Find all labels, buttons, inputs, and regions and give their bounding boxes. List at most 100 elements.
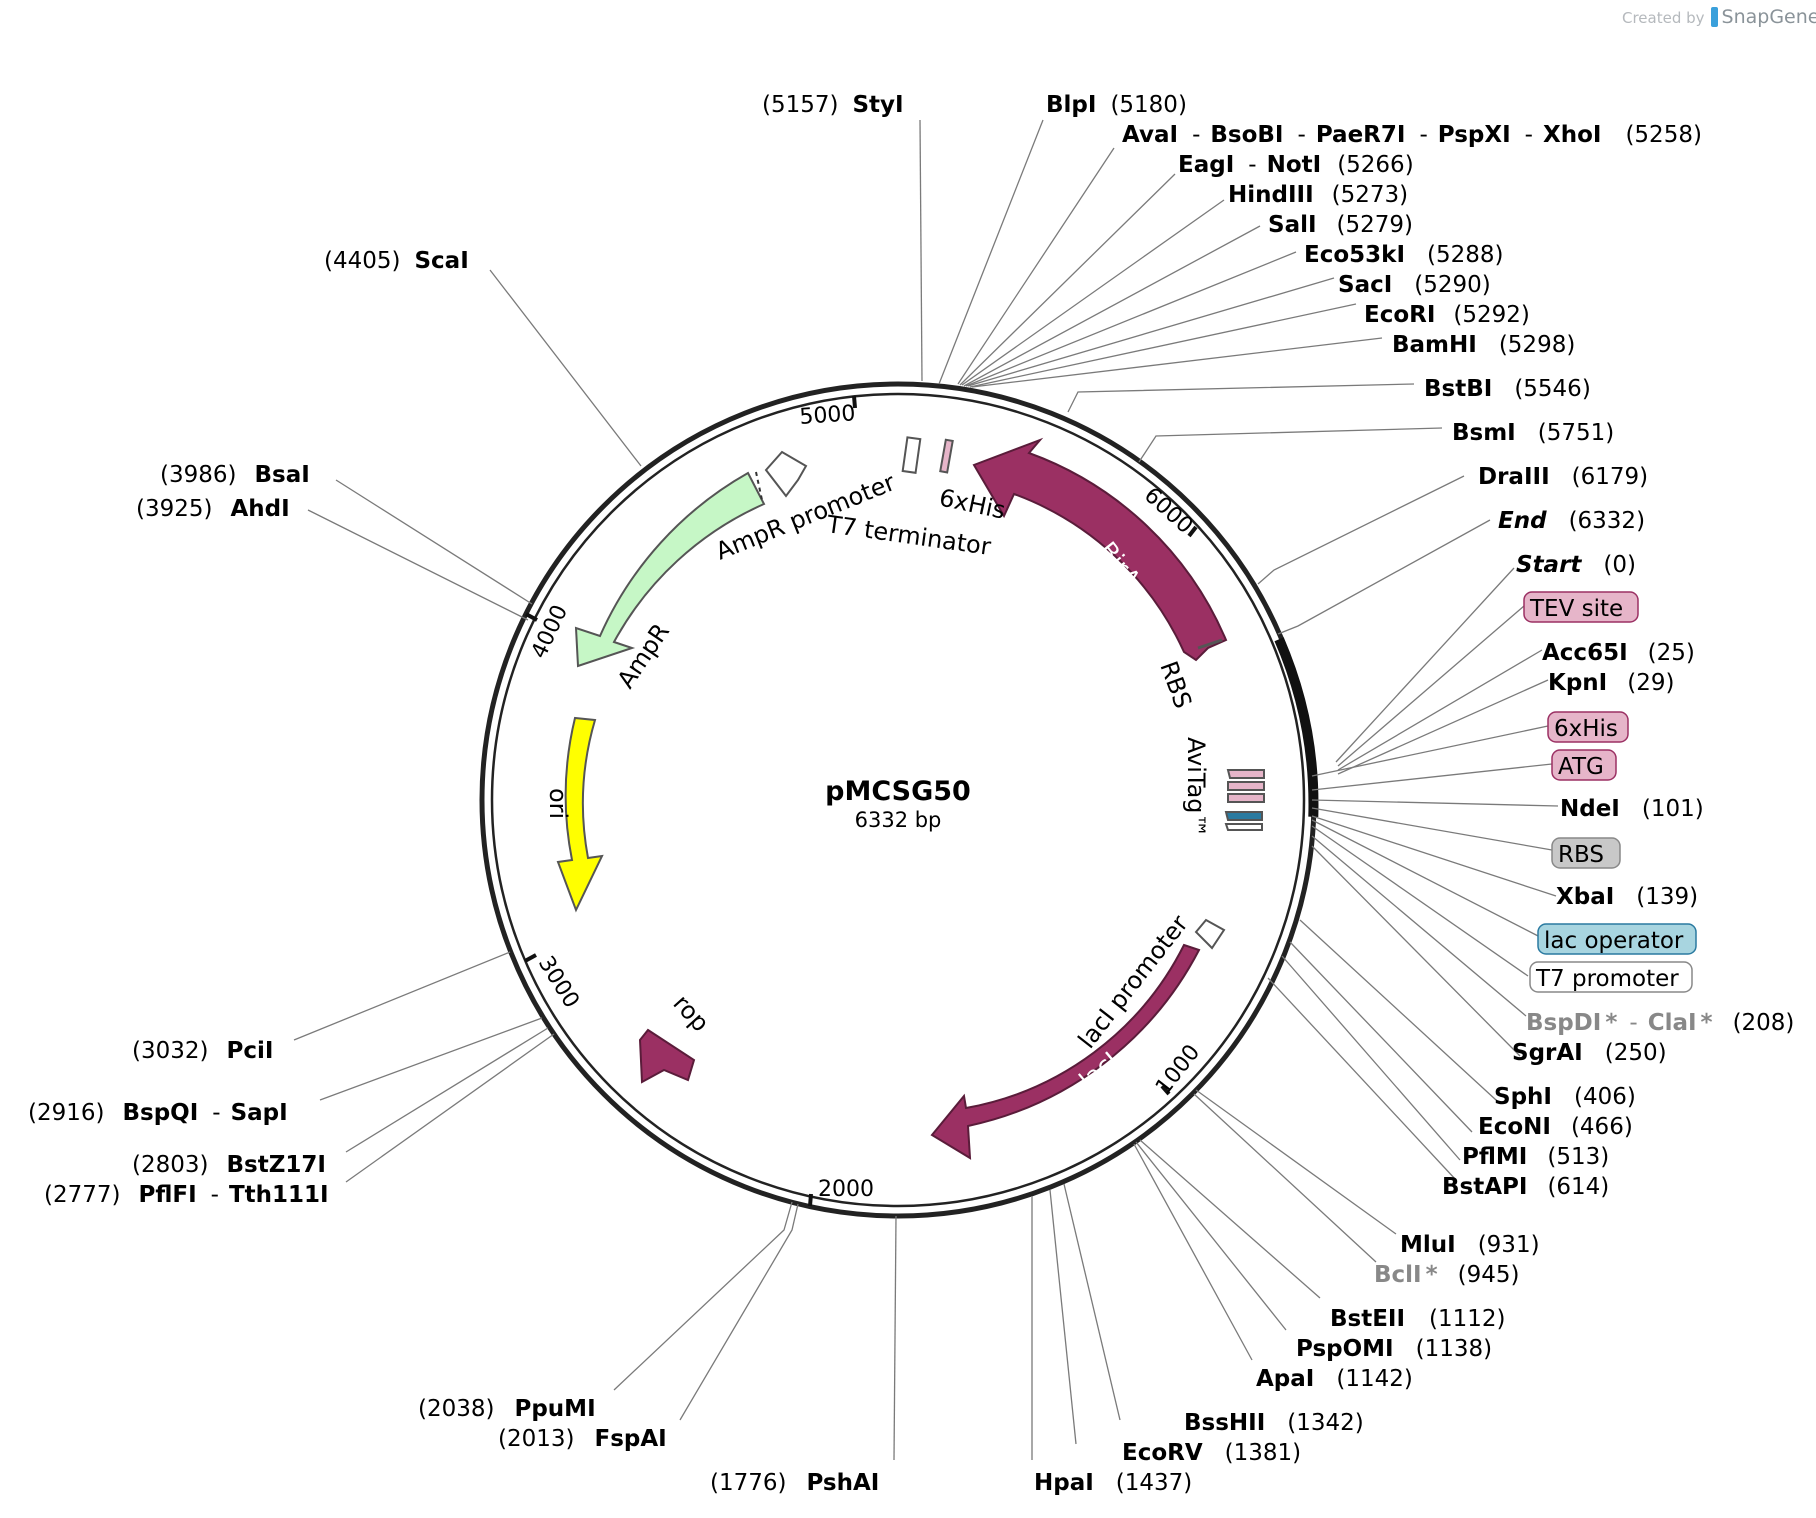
leader-End xyxy=(1277,519,1491,635)
leader-BssHII xyxy=(1063,1183,1121,1421)
leader-lines xyxy=(293,119,1559,1461)
chip-lacop: lac operator xyxy=(1544,928,1684,954)
site-SgrAI: SgrAI(250) xyxy=(1512,1040,1667,1066)
site-EcoRI: EcoRI(5292) xyxy=(1364,302,1530,328)
leader-NdeI xyxy=(1311,799,1559,807)
chip-lacop-box xyxy=(1537,923,1697,955)
feature-RBS-top-label: RBS xyxy=(1154,657,1197,712)
feature-BirA-arrow xyxy=(972,437,1228,662)
chip-atg-box xyxy=(1551,749,1617,781)
site-SphI: SphI(406) xyxy=(1494,1084,1636,1110)
leader-BspQI xyxy=(319,1017,543,1101)
feature-ori-label: ori xyxy=(544,788,572,819)
leader-PshAI xyxy=(893,1215,897,1461)
site-Acc65I: Acc65I(25) xyxy=(1542,640,1695,666)
leader-EcoRV xyxy=(1049,1189,1077,1445)
site-End: End(6332) xyxy=(1498,508,1645,534)
leader-DraIII xyxy=(1257,475,1465,585)
leader-AhdI xyxy=(307,509,529,621)
site-PciI: (3032)PciI xyxy=(132,1038,273,1064)
site-SacI: SacI(5290) xyxy=(1338,272,1491,298)
site-DraIII: DraIII(6179) xyxy=(1478,464,1648,490)
chip-his: 6xHis xyxy=(1554,716,1618,742)
leader-XbaI xyxy=(1311,815,1557,897)
feature-AviTag-label: AviTag™ xyxy=(1182,737,1210,838)
leader-BstEII xyxy=(1139,1139,1321,1299)
leader-SgrAI xyxy=(1311,845,1521,1057)
site-BstZ17I: (2803)BstZ17I xyxy=(132,1152,326,1178)
site-BsmI: BsmI(5751) xyxy=(1452,420,1614,446)
site-Eco53kI: Eco53kI(5288) xyxy=(1304,242,1504,268)
leader-EcoRI xyxy=(969,303,1357,388)
site-XbaI: XbaI(139) xyxy=(1556,884,1698,910)
tick-3000-mark xyxy=(524,953,537,963)
site-BstBI: BstBI(5546) xyxy=(1424,376,1591,402)
site-ScaI: (4405)ScaI xyxy=(324,248,469,274)
leader-EagI xyxy=(959,173,1176,386)
leader-BlpI xyxy=(938,119,1044,385)
feature-AviTag-box-3 xyxy=(1227,793,1265,803)
leader-BsaI xyxy=(335,479,533,605)
leader-ScaI xyxy=(489,269,642,467)
chip-tev: TEV site xyxy=(1529,596,1623,622)
snapgene-logo-icon xyxy=(1710,7,1718,27)
tick-label-3000: 3000 xyxy=(533,952,584,1013)
credit-brand: SnapGene xyxy=(1721,6,1816,28)
feature-6xHis-top-box xyxy=(939,438,954,474)
site-SalI: SalI(5279) xyxy=(1268,212,1413,238)
site-NdeI: NdeI(101) xyxy=(1560,796,1704,822)
leader-AvaI xyxy=(957,147,1115,385)
credit-prefix: Created by xyxy=(1622,9,1705,27)
site-BssHII: BssHII(1342) xyxy=(1184,1410,1364,1436)
site-PspOMI: PspOMI(1138) xyxy=(1296,1336,1492,1362)
feature-T7-terminator-box xyxy=(901,436,922,474)
site-AhdI: (3925)AhdI xyxy=(136,496,290,522)
leader-Eco53kI xyxy=(965,251,1297,387)
leader-StyI xyxy=(919,119,923,382)
leader-Acc65I xyxy=(1337,649,1543,771)
feature-chips: TEV site 6xHis ATG RBS lac operator T7 p… xyxy=(1523,591,1697,993)
chip-tev-box xyxy=(1523,591,1639,623)
site-PshAI: (1776)PshAI xyxy=(710,1470,879,1496)
feature-rop-label: rop xyxy=(668,989,715,1037)
site-PflMI: PflMI(513) xyxy=(1462,1144,1609,1170)
feature-AmpR-promoter-arrow xyxy=(764,450,808,498)
tick-marks xyxy=(524,395,1198,1207)
site-PpuMI: (2038)PpuMI xyxy=(418,1396,596,1422)
site-BspQI-group: (2916)BspQI-SapI xyxy=(28,1100,288,1126)
snapgene-credit: Created by SnapGene xyxy=(1622,6,1816,28)
leader-BamHI xyxy=(971,337,1383,388)
leader-PflMI xyxy=(1281,955,1461,1161)
chip-t7p-box xyxy=(1529,961,1693,993)
leader-BspDI xyxy=(1311,835,1527,1017)
leader-SphI xyxy=(1299,919,1497,1101)
leader-FspAI xyxy=(679,1203,799,1421)
site-HpaI: HpaI(1437) xyxy=(1034,1470,1192,1496)
feature-RBS-top-mark xyxy=(1197,638,1223,650)
tick-2000-mark xyxy=(808,1193,813,1207)
feature-lacI-promoter-arrow xyxy=(1194,918,1226,950)
backbone-inner-ring xyxy=(490,392,1306,1208)
leader-KpnI xyxy=(1337,679,1549,775)
site-Start: Start(0) xyxy=(1516,552,1636,578)
leader-SacI xyxy=(967,277,1335,387)
chip-t7p: T7 promoter xyxy=(1535,966,1679,992)
feature-AmpR-arrow xyxy=(574,471,766,668)
site-ApaI: ApaI(1142) xyxy=(1256,1366,1413,1392)
site-BstAPI: BstAPI(614) xyxy=(1442,1174,1609,1200)
tick-1000-mark xyxy=(1160,1084,1171,1096)
leader-EcoNI xyxy=(1289,941,1473,1133)
tick-6000-mark xyxy=(1187,525,1198,538)
leader-Start xyxy=(1335,567,1515,763)
site-StyI: (5157)StyI xyxy=(762,92,904,118)
site-MluI: MluI(931) xyxy=(1400,1232,1540,1258)
chip-atg: ATG xyxy=(1558,754,1604,780)
leader-TEV xyxy=(1337,605,1525,767)
leader-HindIII xyxy=(961,199,1225,386)
tick-label-5000: 5000 xyxy=(799,401,857,430)
leader-6xHis xyxy=(1311,725,1549,777)
leader-T7p xyxy=(1311,825,1529,977)
leader-PflFI xyxy=(345,1033,555,1183)
leader-BsmI xyxy=(1138,427,1443,463)
